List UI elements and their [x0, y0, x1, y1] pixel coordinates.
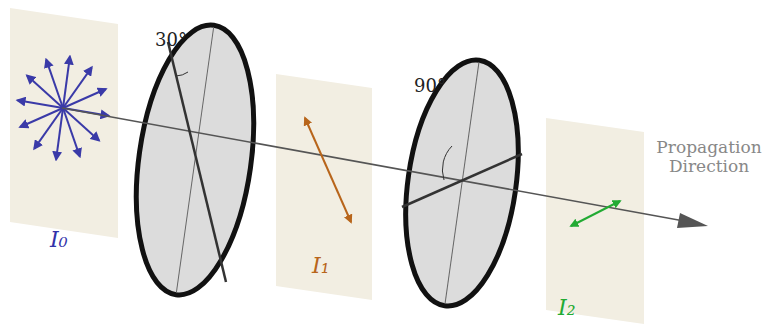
transmission-axis [402, 154, 522, 207]
unpolarized-arrow [20, 108, 63, 127]
intensity-label: I₂ [558, 296, 576, 320]
intensity-screen [10, 8, 118, 238]
angle-label: 30° [155, 30, 187, 50]
polarizer-disk [391, 53, 532, 314]
angle-arc [442, 146, 452, 180]
propagation-axis [62, 108, 684, 221]
polarization-arrow [305, 118, 351, 222]
polarizer-disk [121, 18, 270, 303]
polarization-arrow [571, 201, 620, 226]
unpolarized-arrow [63, 89, 106, 108]
unpolarized-arrow [46, 60, 63, 108]
intensity-screen [546, 118, 644, 324]
unpolarized-arrow [63, 108, 80, 156]
intensity-label: I₁ [312, 254, 330, 278]
transmission-axis [168, 42, 226, 282]
angle-label: 90° [414, 76, 446, 96]
propagation-arrowhead [677, 213, 708, 228]
intensity-label: I₀ [50, 228, 68, 252]
intensity-screen [276, 74, 372, 300]
direction-label: Propagation Direction [650, 138, 768, 175]
angle-arc [176, 72, 188, 76]
